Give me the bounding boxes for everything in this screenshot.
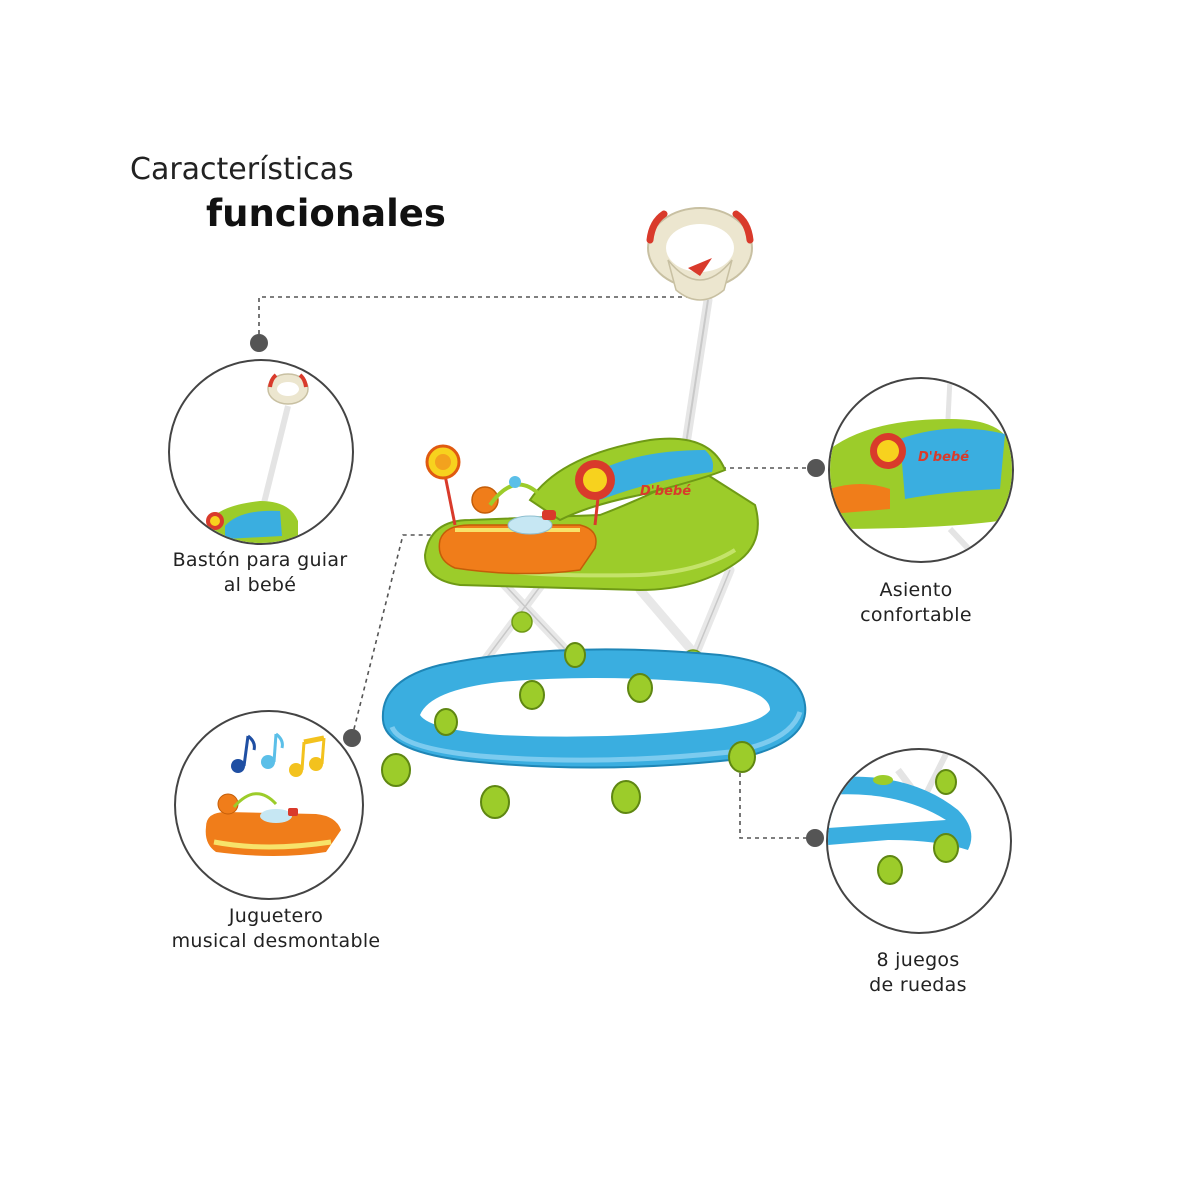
leader-dot-wheels bbox=[806, 829, 824, 847]
caption-handle: Bastón para guiar al bebé bbox=[150, 548, 370, 598]
push-handle bbox=[646, 207, 754, 475]
leader-dot-toy bbox=[343, 729, 361, 747]
wheel bbox=[519, 680, 545, 710]
orange-toy-tray bbox=[425, 444, 615, 575]
caption-seat: Asiento confortable bbox=[806, 578, 1026, 628]
caption-wheels-line2: de ruedas bbox=[869, 974, 967, 996]
detail-circle-seat: D'bebé bbox=[828, 377, 1014, 563]
caption-seat-line2: confortable bbox=[860, 604, 972, 626]
title-line-1: Características bbox=[130, 152, 354, 187]
leader-dots bbox=[250, 334, 825, 847]
wheels-detail-image bbox=[828, 750, 972, 885]
wheel bbox=[627, 673, 653, 703]
seat-detail-logo: D'bebé bbox=[918, 450, 969, 465]
wheel bbox=[381, 753, 411, 787]
title-line-2: funcionales bbox=[206, 192, 446, 235]
wheel bbox=[480, 785, 510, 819]
music-notes-icon bbox=[231, 732, 326, 777]
caption-wheels: 8 juegos de ruedas bbox=[808, 948, 1028, 998]
leader-dot-seat bbox=[807, 459, 825, 477]
detail-circle-handle bbox=[168, 359, 354, 545]
caption-handle-line2: al bebé bbox=[223, 574, 297, 596]
caption-seat-line1: Asiento bbox=[879, 579, 953, 601]
seat-brand-logo: D'bebé bbox=[640, 484, 691, 499]
handle-detail-image bbox=[205, 373, 309, 543]
caption-toy-line2: musical desmontable bbox=[171, 930, 381, 952]
wheel bbox=[564, 642, 586, 668]
wheels bbox=[381, 642, 756, 819]
seat-back: D'bebé bbox=[528, 437, 727, 522]
caption-toy: Juguetero musical desmontable bbox=[146, 904, 406, 954]
leader-line-wheels bbox=[739, 765, 815, 839]
blue-base-ring bbox=[381, 648, 807, 769]
detail-circle-wheels bbox=[826, 748, 1012, 934]
toy-detail-image bbox=[205, 732, 341, 856]
wheel bbox=[611, 780, 641, 814]
leader-line-handle bbox=[258, 296, 705, 342]
wheel bbox=[434, 708, 458, 736]
caption-toy-line1: Juguetero bbox=[228, 905, 324, 927]
seat-detail-image: D'bebé bbox=[830, 379, 1012, 561]
detail-circle-toy bbox=[174, 710, 364, 900]
leader-line-toy bbox=[351, 534, 450, 738]
leader-dot-handle bbox=[250, 334, 268, 352]
caption-wheels-line1: 8 juegos bbox=[876, 949, 960, 971]
caption-handle-line1: Bastón para guiar bbox=[172, 549, 348, 571]
wheel bbox=[728, 741, 756, 773]
